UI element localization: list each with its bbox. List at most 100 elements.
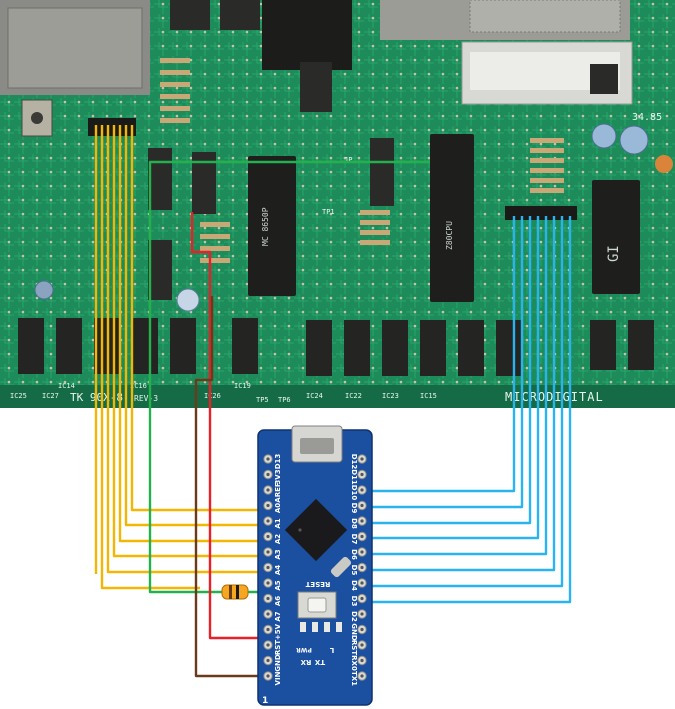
tp-label: TP5 [256, 396, 269, 404]
wire-data-d5 [356, 216, 556, 572]
ic-bottom [382, 320, 408, 376]
ic-bottom [496, 320, 522, 376]
capacitor-3 [176, 288, 200, 312]
nano-pin-label: D7 [350, 534, 358, 545]
address-header [88, 118, 136, 136]
ic-label: IC26 [204, 392, 221, 400]
nano-pin-label: RX0 [350, 655, 358, 671]
wire-data-d4 [356, 216, 564, 588]
nano-pin-label: AREF [274, 482, 282, 503]
ic-bottom [56, 318, 82, 374]
top-connector-2 [220, 0, 260, 30]
nano-pin-label: A2 [274, 534, 282, 544]
wire-data-d9 [356, 216, 524, 509]
data-header [505, 206, 577, 220]
series-resistor [221, 584, 249, 600]
rf-socket-hole [31, 112, 43, 124]
tp-label: TP1 [322, 208, 335, 216]
nano-pin-hole [266, 612, 270, 616]
cpu-chip-label: Z80CPU [445, 221, 454, 250]
board-rev-label: REV-3 [134, 394, 158, 403]
nano-pin-hole [266, 658, 270, 663]
nano-pin-hole [266, 534, 270, 539]
nano-pin-label: D9 [350, 503, 358, 514]
ic-bottom [306, 320, 332, 376]
ula-chip-label: MC 8650P [261, 207, 270, 246]
wire-address-a1 [124, 125, 275, 527]
ic-upper-1 [148, 148, 172, 210]
nano-pin-hole [360, 658, 364, 663]
nano-pin-hole [266, 550, 270, 554]
nano-mcu [284, 498, 348, 562]
nano-pin-label: GND [350, 623, 358, 641]
led-rx [300, 622, 306, 632]
led-tx [312, 622, 318, 632]
nano-pin-hole [360, 457, 364, 461]
ic-mid-1 [148, 240, 172, 300]
nano-pin-hole [266, 674, 270, 678]
nano-pin-label: D2 [350, 611, 358, 622]
nano-pin-label: A1 [274, 518, 282, 528]
nano-pin-label: A7 [274, 611, 282, 621]
nano-pin-label: A0 [274, 503, 282, 513]
nano-pin-label: D8 [350, 518, 358, 529]
pin-one-label: 1 [262, 696, 268, 706]
bottom-chip-row [18, 318, 654, 376]
nano-pin-label: RST [350, 640, 358, 655]
edge-connector-fins [469, 0, 621, 33]
ic-label: IC16 [130, 382, 147, 390]
disc-capacitor [655, 155, 673, 173]
led-l [324, 622, 330, 632]
wire-data-d10 [356, 216, 516, 493]
nano-pin-label: A5 [274, 580, 282, 590]
nano-pin-hole [360, 674, 364, 678]
wire-data-d8 [356, 216, 532, 525]
ic-label: IC15 [420, 392, 437, 400]
led-pwr [336, 622, 342, 632]
ic-bottom [232, 318, 258, 374]
nano-pin-label: RST [274, 640, 282, 655]
nano-pin-hole [266, 627, 270, 632]
ic-bottom [132, 318, 158, 374]
top-connector-3 [262, 0, 352, 70]
nano-pin-hole [360, 565, 364, 570]
nano-pin-hole [266, 643, 270, 647]
usb-port [300, 438, 334, 454]
ic-label: IC19 [234, 382, 251, 390]
wire-ground [194, 296, 275, 678]
reset-button[interactable] [307, 597, 327, 613]
ic-label: IC27 [42, 392, 59, 400]
wire-address-a3 [112, 125, 275, 558]
nano-pin-label: VIN [274, 671, 282, 685]
nano-pin-hole [266, 457, 270, 461]
nano-pin-hole [360, 596, 364, 601]
arduino-nano: RESET RX TX L PWR 1 D133V3AREFA0A1A2A3A4… [257, 425, 373, 706]
top-connector-1 [170, 0, 210, 30]
nano-pin-hole [360, 519, 364, 523]
wire-address-a0 [130, 125, 275, 512]
nano-pin-hole [266, 472, 270, 477]
ic-bottom [170, 318, 196, 374]
nano-pin-label: 3V3 [274, 469, 282, 484]
nano-pin-hole [360, 643, 364, 647]
nano-pin-label: A4 [274, 565, 282, 575]
nano-pin-label: A3 [274, 549, 282, 559]
nano-pin-label: D12 [350, 454, 358, 470]
tk90x-pcb: 34.85 MC 8650P Z80CPU GI [0, 0, 675, 408]
nano-pin-hole [266, 596, 270, 601]
resistor-rows [160, 58, 564, 263]
ic-upper-4 [370, 138, 394, 206]
ic-label: IC23 [382, 392, 399, 400]
nano-pin-label: D3 [350, 596, 358, 607]
rom-chip [592, 180, 640, 294]
led-label-tx: TX [314, 658, 325, 666]
wire-data-d6 [356, 216, 548, 556]
led-labels: RX TX L PWR [296, 646, 334, 666]
wires [94, 125, 572, 678]
wire-power-5v [190, 212, 275, 640]
regulator [590, 64, 618, 94]
nano-pin-hole [266, 488, 270, 492]
